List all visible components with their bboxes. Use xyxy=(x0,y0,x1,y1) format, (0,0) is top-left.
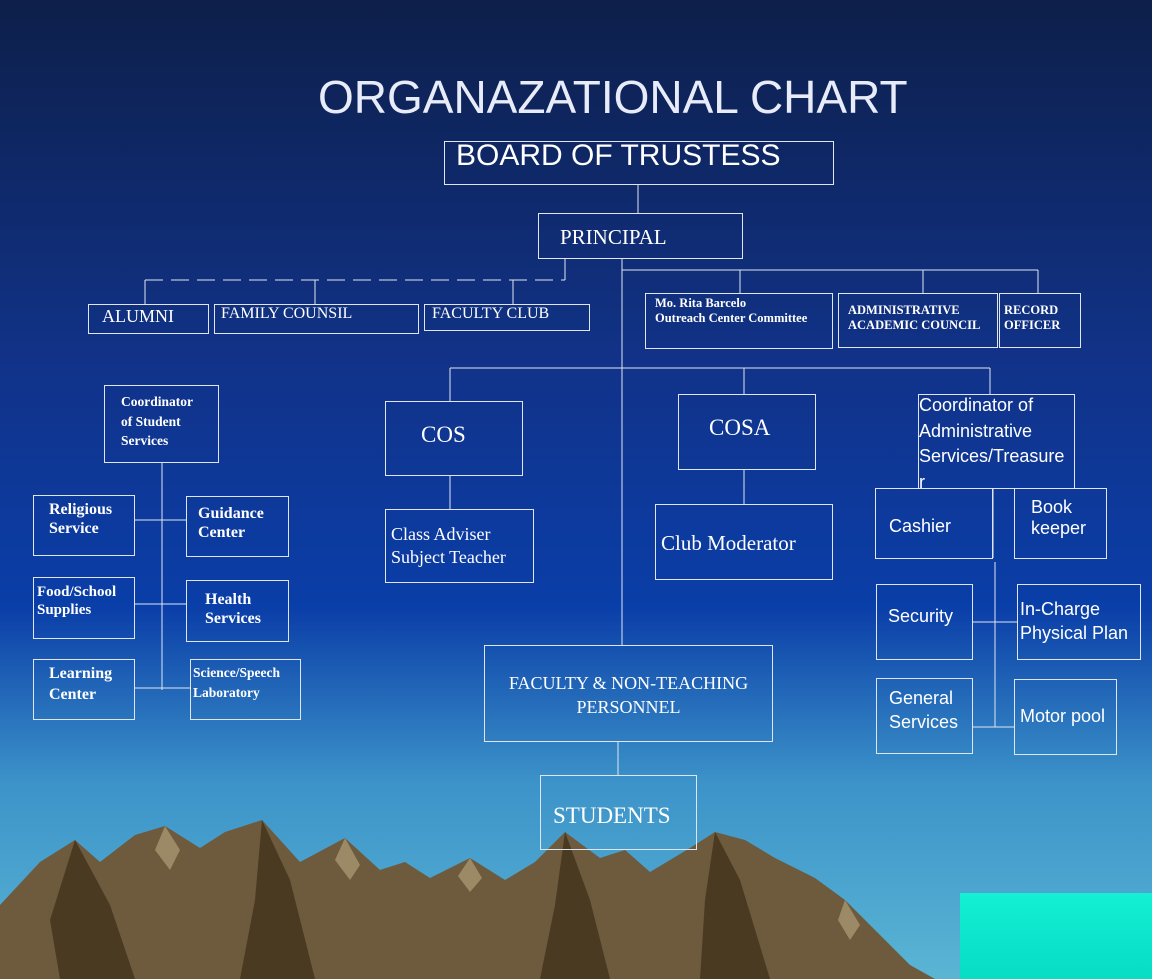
coordinator-admin-services-label: Coordinator of Administrative Services/T… xyxy=(919,395,1065,492)
record-officer-label: RECORD OFFICER xyxy=(1004,303,1061,332)
club-moderator-box[interactable] xyxy=(655,504,833,580)
guidance-center-label: Guidance Center xyxy=(198,505,264,541)
alumni-label: ALUMNI xyxy=(102,306,174,326)
cashier-label: Cashier xyxy=(889,516,952,536)
page-title: ORGANAZATIONAL CHART xyxy=(318,71,908,123)
learning-center-label: Learning Center xyxy=(49,665,113,703)
guidance-center-box[interactable] xyxy=(186,496,289,557)
incharge-physical-plan-box[interactable] xyxy=(1017,584,1141,660)
coordinator-student-services-box[interactable] xyxy=(104,385,219,463)
faculty-personnel-label: FACULTY & NON-TEACHING PERSONNEL xyxy=(508,673,749,718)
learning-center-box[interactable] xyxy=(33,659,135,720)
faculty-personnel-box[interactable] xyxy=(484,645,773,742)
family-counsil-box[interactable] xyxy=(214,304,419,334)
principal-label: PRINCIPAL xyxy=(560,225,667,249)
cosa-label: COSA xyxy=(709,415,771,440)
food-school-supplies-box[interactable] xyxy=(33,577,135,639)
security-box[interactable] xyxy=(876,584,973,660)
alumni-box[interactable] xyxy=(88,304,209,334)
class-adviser-label: Class Adviser Subject Teacher xyxy=(391,524,506,568)
class-adviser-box[interactable] xyxy=(385,509,534,583)
bookkeeper-label: Book keeper xyxy=(1031,497,1087,539)
health-services-box[interactable] xyxy=(186,580,289,642)
health-services-label: Health Services xyxy=(205,591,261,627)
science-speech-lab-label: Science/Speech Laboratory xyxy=(193,665,280,700)
admin-academic-council-label: ADMINISTRATIVE ACADEMIC COUNCIL xyxy=(848,303,981,332)
family-counsil-label: FAMILY COUNSIL xyxy=(221,305,353,322)
outreach-committee-box[interactable] xyxy=(645,293,833,349)
bookkeeper-box[interactable] xyxy=(1014,488,1107,559)
science-speech-lab-box[interactable] xyxy=(190,659,301,720)
cos-box[interactable] xyxy=(385,401,523,476)
motor-pool-label: Motor pool xyxy=(1020,706,1106,726)
coordinator-admin-services-box[interactable] xyxy=(918,394,1075,489)
board-of-trustees-label: BOARD OF TRUSTESS xyxy=(456,139,781,172)
cosa-box[interactable] xyxy=(678,394,816,470)
club-moderator-label: Club Moderator xyxy=(661,531,796,555)
cashier-box[interactable] xyxy=(875,488,993,559)
mountains xyxy=(0,820,935,979)
coordinator-student-services-label: Coordinator of Student Services xyxy=(121,394,193,449)
admin-academic-council-box[interactable] xyxy=(838,293,998,348)
cos-label: COS xyxy=(421,422,466,447)
religious-service-box[interactable] xyxy=(33,495,135,556)
general-services-box[interactable] xyxy=(876,678,973,754)
motor-pool-box[interactable] xyxy=(1014,679,1117,755)
board-of-trustees-box[interactable] xyxy=(444,141,834,185)
incharge-physical-plan-label: In-Charge Physical Plan xyxy=(1020,599,1129,644)
record-officer-box[interactable] xyxy=(999,293,1081,348)
food-school-supplies-label: Food/School Supplies xyxy=(37,584,117,618)
sea xyxy=(960,893,1152,979)
faculty-club-box[interactable] xyxy=(424,304,590,331)
security-label: Security xyxy=(888,606,954,626)
religious-service-label: Religious Service xyxy=(49,501,113,537)
outreach-committee-label: Mo. Rita Barcelo Outreach Center Committ… xyxy=(655,296,808,325)
principal-box[interactable] xyxy=(538,213,743,259)
faculty-club-label: FACULTY CLUB xyxy=(432,305,550,322)
students-label: STUDENTS xyxy=(553,803,671,828)
students-box[interactable] xyxy=(540,775,697,850)
general-services-label: General Services xyxy=(889,688,959,733)
